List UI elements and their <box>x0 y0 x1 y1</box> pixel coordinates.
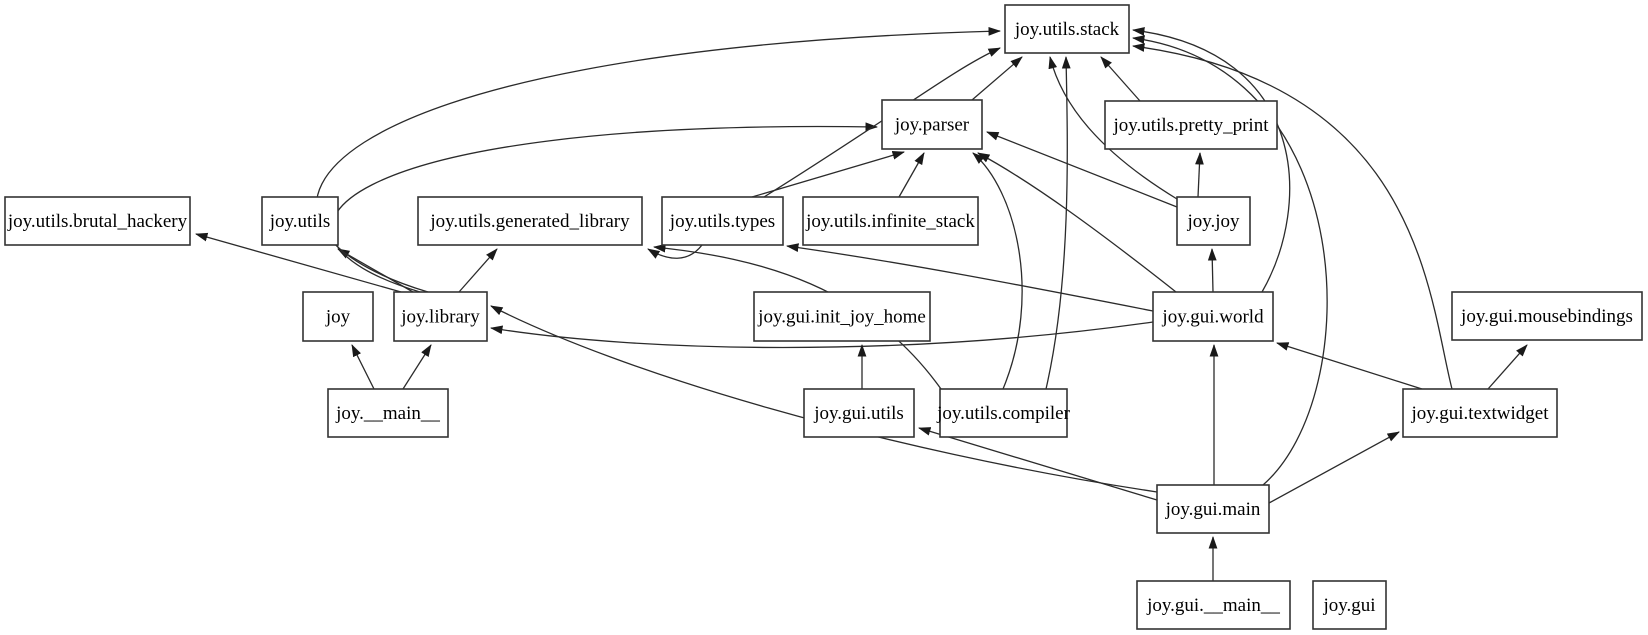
edge-joy.utils.pretty_print-to-joy.utils.stack <box>1100 56 1141 102</box>
node-label-joy.gui.__main__: joy.gui.__main__ <box>1146 595 1280 616</box>
node-box-joy.utils.infinite_stack <box>802 196 979 246</box>
node-label-joy.library: joy.library <box>400 307 480 328</box>
node-label-joy.gui: joy.gui <box>1322 595 1375 616</box>
graph-node-joy.gui.__main__: joy.gui.__main__ <box>1136 580 1291 630</box>
edge-joy.gui.textwidget-to-joy.gui.world <box>1276 342 1423 390</box>
graph-node-joy.utils.pretty_print: joy.utils.pretty_print <box>1104 100 1278 150</box>
graph-node-joy.utils.stack: joy.utils.stack <box>1004 4 1130 54</box>
edge-joy.library-to-joy.utils <box>337 248 414 293</box>
edge-joy.gui.main-to-joy.library <box>490 305 1158 493</box>
graph-node-joy.gui.mousebindings: joy.gui.mousebindings <box>1451 291 1643 341</box>
node-box-joy.gui.utils <box>803 388 915 438</box>
node-box-joy.utils.stack <box>1004 4 1130 54</box>
node-box-joy.utils <box>261 196 339 246</box>
node-box-joy.gui.init_joy_home <box>753 291 931 342</box>
node-box-joy.gui <box>1312 580 1387 630</box>
node-box-joy.gui.main <box>1156 484 1270 534</box>
node-box-joy.utils.types <box>661 196 784 246</box>
edge-joy.gui.world-to-joy.utils.types <box>786 243 1154 312</box>
node-label-joy.utils.pretty_print: joy.utils.pretty_print <box>1113 115 1270 136</box>
node-label-joy.utils.brutal_hackery: joy.utils.brutal_hackery <box>7 211 188 232</box>
edge-joy.gui.main-to-joy.gui.utils <box>918 427 1158 501</box>
node-label-joy.gui.main: joy.gui.main <box>1165 499 1261 520</box>
edges-layer <box>195 26 1528 581</box>
nodes-layer: joy.utils.brutal_hackery joy.utils joy.uti… <box>4 4 1643 630</box>
node-label-joy.gui.textwidget: joy.gui.textwidget <box>1410 403 1549 424</box>
node-label-joy.utils.compiler: joy.utils.compiler <box>936 403 1070 424</box>
edge-joy.utils.infinite_stack-to-joy.parser <box>898 152 925 198</box>
node-label-joy: joy <box>325 307 351 328</box>
node-box-joy.utils.brutal_hackery <box>4 196 191 246</box>
edge-joy.joy-to-joy.parser <box>986 131 1178 208</box>
node-box-joy.parser <box>881 99 983 150</box>
edge-joy.gui.textwidget-to-joy.gui.mousebindings <box>1487 344 1528 390</box>
graph-node-joy.utils.infinite_stack: joy.utils.infinite_stack <box>802 196 979 246</box>
edge-joy.gui.textwidget-to-joy.utils.stack <box>1132 43 1453 390</box>
graph-node-joy.joy: joy.joy <box>1176 196 1251 246</box>
edge-joy.utils.compiler-to-joy.utils.stack <box>1045 56 1071 390</box>
graph-node-joy.__main__: joy.__main__ <box>327 388 449 438</box>
node-label-joy.utils.generated_library: joy.utils.generated_library <box>429 211 630 232</box>
node-label-joy.joy: joy.joy <box>1186 211 1240 232</box>
node-label-joy.utils.infinite_stack: joy.utils.infinite_stack <box>805 211 975 232</box>
graph-node-joy.library: joy.library <box>393 291 488 342</box>
node-box-joy <box>302 291 374 342</box>
graph-node-joy.utils: joy.utils <box>261 196 339 246</box>
node-box-joy.library <box>393 291 488 342</box>
edge-joy.__main__-to-joy.library <box>402 344 432 390</box>
node-box-joy.gui.mousebindings <box>1451 291 1643 341</box>
graph-node-joy.utils.generated_library: joy.utils.generated_library <box>417 196 643 246</box>
node-label-joy.gui.world: joy.gui.world <box>1161 307 1264 328</box>
graph-node-joy.gui.world: joy.gui.world <box>1152 291 1274 342</box>
node-box-joy.gui.textwidget <box>1402 388 1558 438</box>
graph-node-joy.gui.main: joy.gui.main <box>1156 484 1270 534</box>
node-box-joy.utils.pretty_print <box>1104 100 1278 150</box>
node-box-joy.__main__ <box>327 388 449 438</box>
node-box-joy.gui.world <box>1152 291 1274 342</box>
edge-joy.library-to-joy.parser <box>330 122 878 293</box>
node-box-joy.utils.generated_library <box>417 196 643 246</box>
node-label-joy.utils.types: joy.utils.types <box>669 211 775 232</box>
node-label-joy.utils.stack: joy.utils.stack <box>1014 19 1120 40</box>
node-label-joy.gui.utils: joy.gui.utils <box>813 403 904 424</box>
edge-joy.joy-to-joy.utils.stack <box>1048 56 1178 200</box>
edge-joy.utils.compiler-to-joy.parser <box>972 152 1023 390</box>
graph-node-joy.utils.types: joy.utils.types <box>661 196 784 246</box>
node-box-joy.joy <box>1176 196 1251 246</box>
edge-joy.gui.main-to-joy.gui.textwidget <box>1268 431 1400 504</box>
edge-joy.gui.world-to-joy.joy <box>1207 248 1217 293</box>
edge-joy.library-to-joy.utils.stack <box>316 26 1001 293</box>
node-box-joy.gui.__main__ <box>1136 580 1291 630</box>
edge-joy.utils.types-to-joy.parser <box>751 151 905 198</box>
edge-joy.gui.world-to-joy.utils.stack <box>1132 27 1291 293</box>
edge-joy.library-to-joy.utils.brutal_hackery <box>195 232 402 293</box>
graph-node-joy.utils.compiler: joy.utils.compiler <box>936 388 1071 438</box>
node-label-joy.__main__: joy.__main__ <box>335 403 440 424</box>
edge-joy.library-to-joy.utils.generated_library <box>458 248 498 293</box>
edge-joy.gui.main-to-joy.utils.stack <box>1132 35 1328 486</box>
node-label-joy.parser: joy.parser <box>894 115 970 136</box>
edge-joy.__main__-to-joy <box>351 344 375 390</box>
node-label-joy.gui.init_joy_home: joy.gui.init_joy_home <box>757 307 926 328</box>
node-label-joy.utils: joy.utils <box>269 211 331 232</box>
graph-node-joy.gui: joy.gui <box>1312 580 1387 630</box>
node-label-joy.gui.mousebindings: joy.gui.mousebindings <box>1460 306 1633 327</box>
edge-joy.joy-to-joy.utils.pretty_print <box>1195 152 1204 198</box>
node-box-joy.utils.compiler <box>939 388 1068 438</box>
graph-node-joy.gui.init_joy_home: joy.gui.init_joy_home <box>753 291 931 342</box>
graph-node-joy.parser: joy.parser <box>881 99 983 150</box>
edge-joy.utils.compiler-to-joy.utils.generated_library <box>653 243 942 390</box>
edge-joy.gui.world-to-joy.library <box>490 321 1154 349</box>
graph-node-joy.gui.textwidget: joy.gui.textwidget <box>1402 388 1558 438</box>
graph-node-joy.gui.utils: joy.gui.utils <box>803 388 915 438</box>
edge-joy.utils.types-to-joy.utils.stack <box>763 47 1001 198</box>
graph-node-joy: joy <box>302 291 374 342</box>
edge-joy.gui.world-to-joy.parser <box>977 152 1177 293</box>
edge-joy.parser-to-joy.utils.stack <box>971 56 1023 101</box>
graph-node-joy.utils.brutal_hackery: joy.utils.brutal_hackery <box>4 196 191 246</box>
